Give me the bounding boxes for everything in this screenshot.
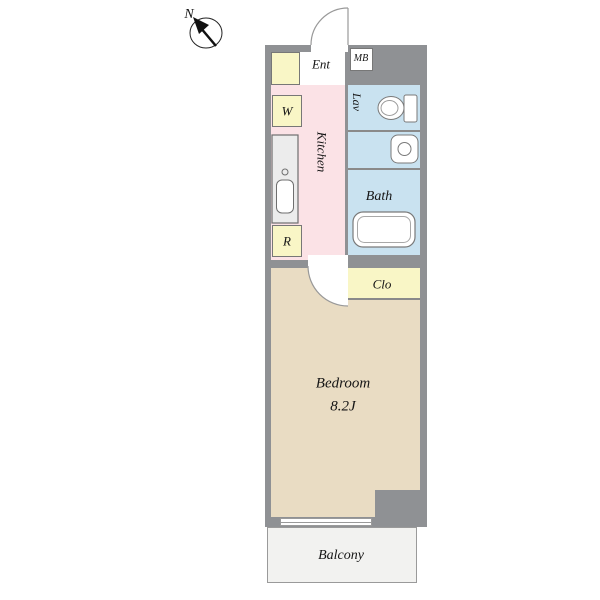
- meter-box: [350, 48, 373, 71]
- refrigerator-space: [272, 225, 302, 257]
- wall-step: [375, 490, 427, 527]
- bedroom-area: [271, 268, 420, 517]
- washer-space: [272, 95, 302, 127]
- balcony-label: Balcony: [318, 548, 364, 563]
- shoe-cabinet: [271, 52, 300, 85]
- bedroom-size-label: 8.2J: [330, 398, 356, 415]
- refrigerator-label: R: [283, 233, 291, 249]
- kitchen-label: Kitchen: [314, 131, 330, 173]
- balcony-area: [267, 527, 417, 583]
- bedroom-label: Bedroom: [315, 375, 371, 392]
- closet-area: [348, 268, 420, 300]
- balcony-window: [280, 518, 372, 526]
- washroom: [348, 130, 420, 168]
- lavatory-label: Lav: [350, 93, 364, 111]
- entrance-label: Ent: [311, 56, 331, 72]
- bath-label: Bath: [365, 189, 393, 204]
- entrance-opening: [311, 45, 348, 52]
- bedroom-door-opening: [308, 255, 348, 268]
- compass-icon: [189, 17, 223, 49]
- compass-label: N: [184, 7, 194, 22]
- entrance-door-swing-icon: [310, 7, 349, 46]
- closet-label: Clo: [372, 276, 392, 292]
- washer-label: W: [281, 103, 293, 119]
- entrance-area: [300, 52, 345, 85]
- bath-room: [348, 168, 420, 255]
- meter-box-label: MB: [353, 53, 369, 64]
